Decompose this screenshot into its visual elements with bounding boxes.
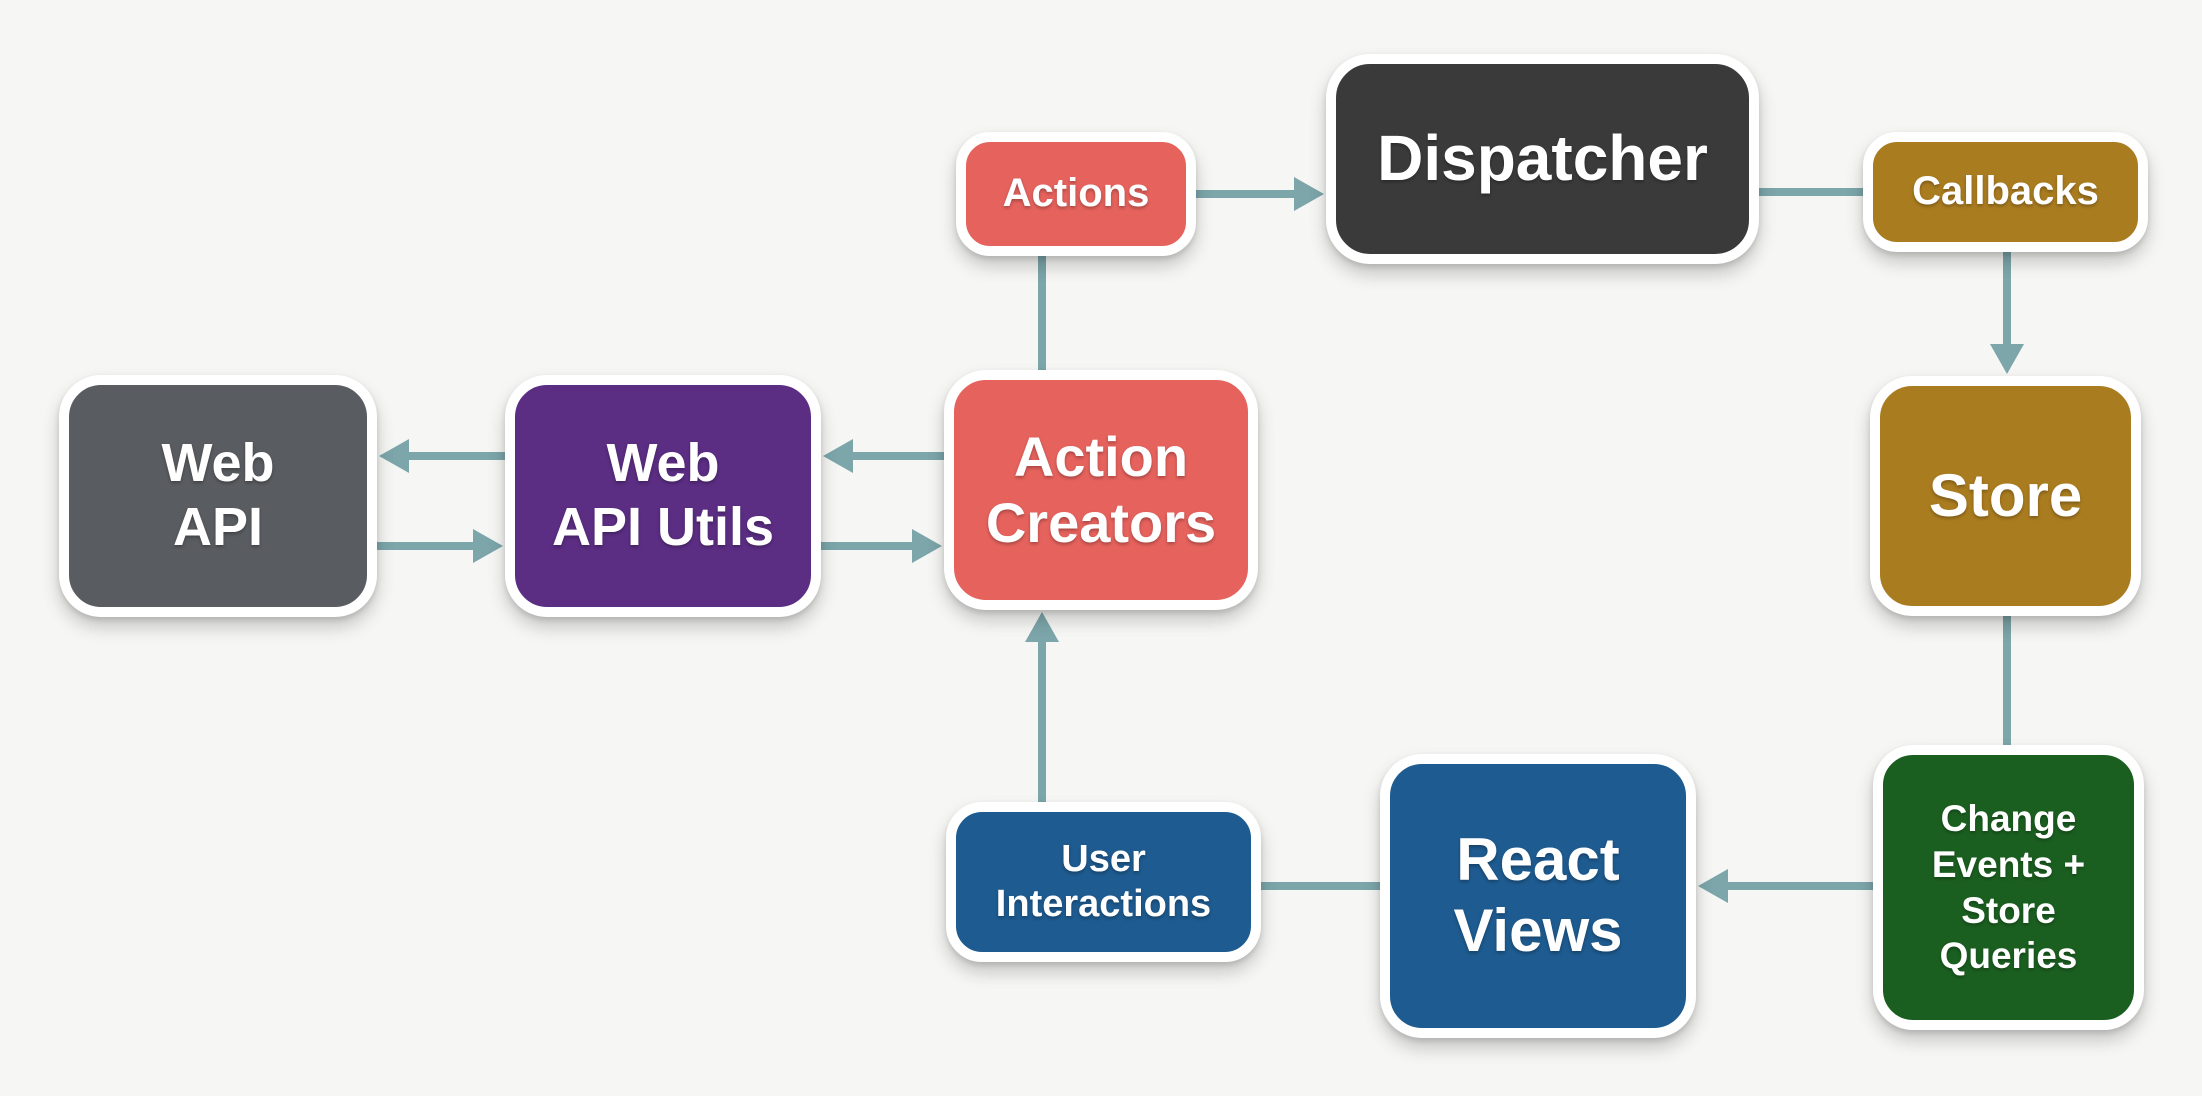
arrowhead-into-web-api-utils-right	[823, 439, 853, 473]
node-web-api-utils-label-line2: API Utils	[551, 497, 775, 557]
node-dispatcher: Dispatcher	[1326, 54, 1759, 264]
node-action-creators-label-line2: Creators	[985, 491, 1217, 554]
node-actions: Actions	[956, 132, 1196, 256]
connector-web-api-utils-to-action-creators	[821, 542, 912, 550]
node-callbacks: Callbacks	[1863, 132, 2148, 252]
node-store-label: Store	[1928, 461, 2083, 529]
connector-action-creators-to-web-api-utils	[853, 452, 944, 460]
connector-dispatcher-to-callbacks	[1759, 188, 1863, 196]
node-change-events-label-line4: Queries	[1939, 935, 2078, 977]
connector-web-api-utils-to-web-api	[409, 452, 505, 460]
node-callbacks-label: Callbacks	[1912, 169, 2099, 214]
connector-action-creators-to-actions	[1038, 256, 1046, 370]
connector-user-interactions-to-action-creators	[1038, 642, 1046, 802]
node-web-api-label-line1: Web	[161, 433, 275, 494]
arrowhead-into-action-creators-left	[912, 529, 942, 563]
node-store: Store	[1870, 376, 2141, 616]
node-user-interactions-label-line2: Interactions	[995, 883, 1212, 925]
node-web-api-utils: Web API Utils	[505, 375, 821, 617]
arrowhead-into-dispatcher	[1294, 177, 1324, 211]
node-web-api: Web API	[59, 375, 377, 617]
node-action-creators: Action Creators	[944, 370, 1258, 610]
node-react-views-label-line2: Views	[1453, 897, 1623, 964]
node-web-api-utils-label-line1: Web	[606, 433, 720, 494]
connector-store-to-change-events	[2003, 616, 2011, 745]
arrowhead-into-web-api-right	[379, 439, 409, 473]
connector-callbacks-to-store	[2003, 252, 2011, 344]
node-react-views: React Views	[1380, 754, 1696, 1038]
connector-actions-to-dispatcher	[1196, 190, 1296, 198]
node-dispatcher-label: Dispatcher	[1377, 122, 1708, 195]
arrowhead-into-web-api-utils-left	[473, 529, 503, 563]
node-change-events-label-line1: Change	[1940, 797, 2077, 839]
arrowhead-into-react-views	[1698, 869, 1728, 903]
node-web-api-label-line2: API	[172, 497, 264, 557]
node-change-events-label-line3: Store	[1961, 889, 2056, 931]
node-change-events-label-line2: Events +	[1931, 843, 2086, 885]
arrowhead-into-action-creators-bottom	[1025, 612, 1059, 642]
connector-change-events-to-react-views	[1728, 882, 1873, 890]
node-react-views-label-line1: React	[1456, 826, 1620, 894]
connector-react-views-to-user-interactions	[1261, 882, 1380, 890]
arrowhead-into-store	[1990, 344, 2024, 374]
node-actions-label: Actions	[1002, 171, 1150, 216]
node-action-creators-label-line1: Action	[1013, 424, 1189, 488]
node-user-interactions: User Interactions	[946, 802, 1261, 962]
node-user-interactions-label-line1: User	[1061, 838, 1146, 881]
node-change-events-store-queries: Change Events + Store Queries	[1873, 745, 2144, 1030]
connector-web-api-to-web-api-utils	[377, 542, 473, 550]
